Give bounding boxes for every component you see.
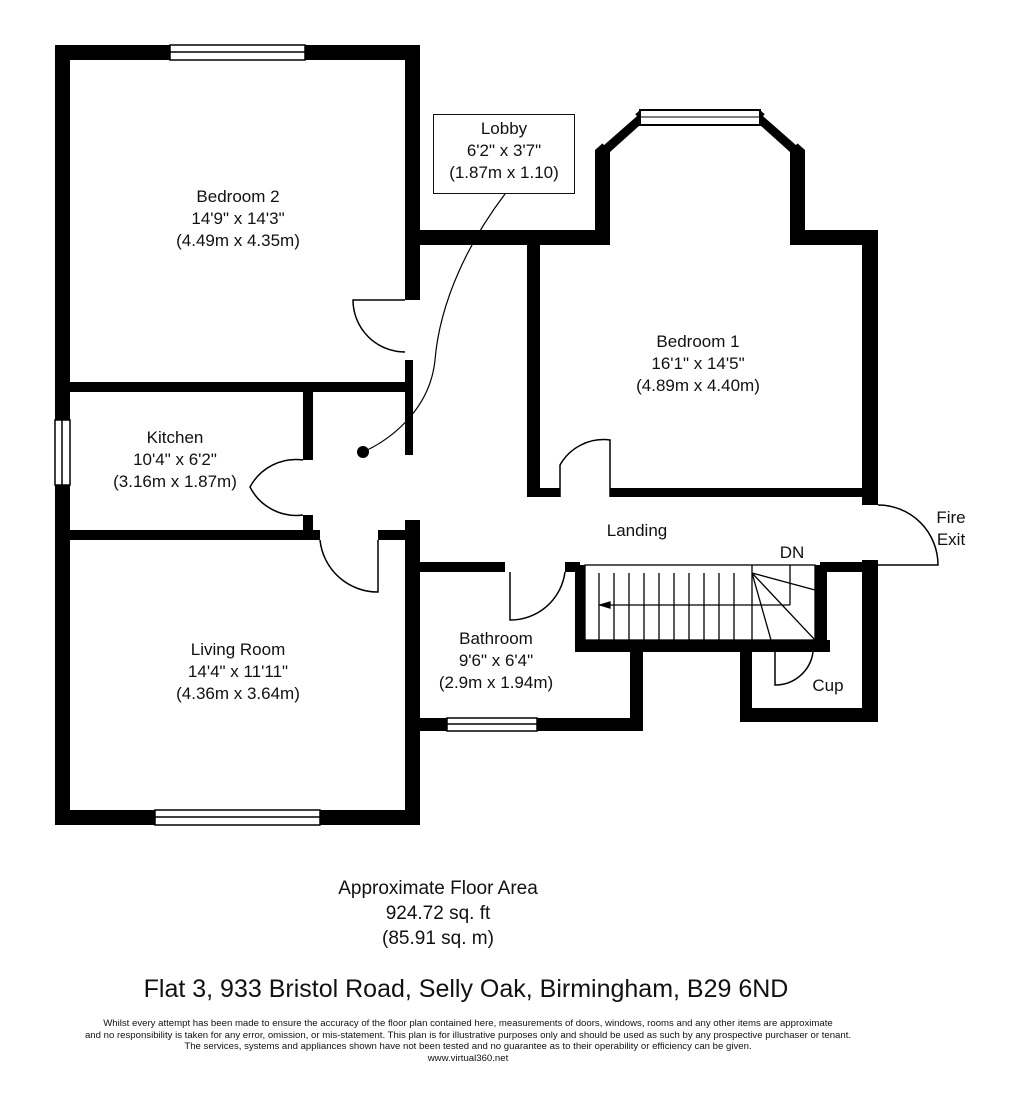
room-size-metric: (2.9m x 1.94m) [438, 673, 554, 692]
disclaimer-line: and no responsibility is taken for any e… [84, 1029, 852, 1041]
room-name: Lobby [480, 119, 528, 138]
floor-area: Approximate Floor Area 924.72 sq. ft (85… [338, 876, 538, 951]
room-label-bathroom: Bathroom 9'6" x 6'4" (2.9m x 1.94m) [439, 628, 553, 694]
room-size-imperial: 6'2" x 3'7" [466, 141, 542, 160]
staircase [584, 564, 816, 641]
disclaimer-line: Whilst every attempt has been made to en… [103, 1018, 833, 1029]
bay-window [595, 109, 805, 152]
room-size-imperial: 9'6" x 6'4" [458, 651, 534, 670]
doors [249, 299, 939, 686]
room-name: Bedroom 1 [656, 332, 740, 351]
room-size-imperial: 14'9" x 14'3" [191, 209, 285, 228]
room-size-metric: (3.16m x 1.87m) [113, 472, 237, 491]
room-size-metric: (4.49m x 4.35m) [176, 231, 300, 250]
room-label-kitchen: Kitchen 10'4" x 6'2" (3.16m x 1.87m) [113, 427, 237, 493]
room-label-lobby: Lobby 6'2" x 3'7" (1.87m x 1.10) [433, 114, 575, 194]
room-size-metric: (1.87m x 1.10) [449, 163, 559, 182]
room-label-cup: Cup [812, 676, 844, 695]
disclaimer-line: The services, systems and appliances sho… [184, 1041, 752, 1052]
windows [54, 44, 538, 826]
fire-exit-label: Fire Exit [936, 507, 965, 551]
room-size-metric: (4.36m x 3.64m) [176, 684, 300, 703]
room-label-bedroom-1: Bedroom 1 16'1" x 14'5" (4.89m x 4.40m) [636, 331, 760, 397]
room-name: Kitchen [146, 428, 204, 447]
room-size-imperial: 14'4" x 11'11" [187, 662, 289, 681]
fire-exit-line-2: Exit [936, 530, 966, 549]
room-name: Living Room [190, 640, 286, 659]
website-link[interactable]: www.virtual360.net [427, 1052, 509, 1064]
room-label-landing: Landing [606, 521, 668, 540]
disclaimer: Whilst every attempt has been made to en… [85, 1018, 851, 1064]
room-size-imperial: 16'1" x 14'5" [651, 354, 745, 373]
property-address: Flat 3, 933 Bristol Road, Selly Oak, Bir… [143, 975, 789, 1003]
lobby-pointer [357, 193, 506, 458]
room-name: Bedroom 2 [196, 187, 280, 206]
floor-area-sqm: (85.91 sq. m) [382, 928, 494, 949]
floor-area-sqft: 924.72 sq. ft [385, 903, 491, 924]
room-label-bedroom-2: Bedroom 2 14'9" x 14'3" (4.49m x 4.35m) [176, 186, 300, 252]
stairs-down-label: DN [779, 543, 805, 562]
floor-area-title: Approximate Floor Area [338, 878, 538, 899]
room-size-imperial: 10'4" x 6'2" [133, 450, 217, 469]
fire-exit-line-1: Fire [936, 508, 966, 527]
room-name: Bathroom [459, 629, 533, 648]
room-size-metric: (4.89m x 4.40m) [636, 376, 760, 395]
room-label-living-room: Living Room 14'4" x 11'11" (4.36m x 3.64… [176, 639, 300, 705]
